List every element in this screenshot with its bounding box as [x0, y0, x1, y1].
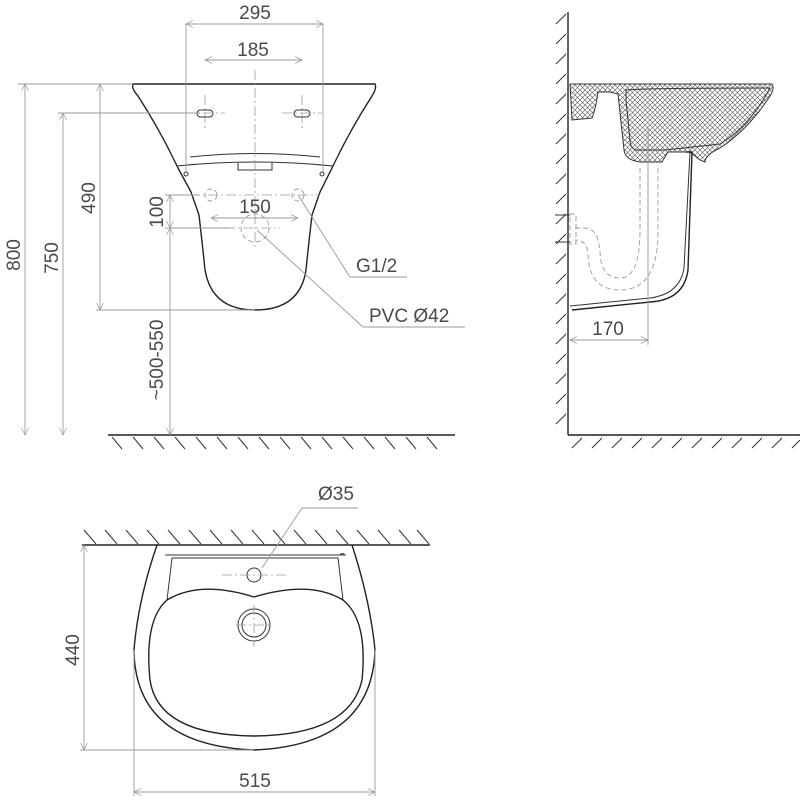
dim-label-490: 490	[79, 182, 100, 214]
screw-right	[319, 171, 325, 177]
dim-label-100: 100	[147, 196, 168, 228]
tap-deck	[166, 557, 344, 601]
bolt-slot-left	[196, 109, 214, 118]
dim-label-295: 295	[239, 3, 271, 24]
pedestal-inner	[569, 151, 691, 307]
dim-label-170: 170	[592, 319, 624, 340]
top-view: Ø35 440 515	[63, 484, 430, 796]
wall-hatch	[555, 13, 567, 425]
callout-d35: Ø35	[318, 484, 354, 505]
wall-hatch-top	[83, 529, 430, 545]
rim-edge	[189, 153, 321, 158]
bolt-slot-right	[293, 109, 311, 118]
side-view: 170	[555, 12, 800, 449]
bowl-outline	[148, 588, 364, 737]
wall-outlet	[569, 213, 577, 245]
floor-hatch	[111, 436, 438, 450]
basin-bowl	[625, 87, 771, 151]
callout-g12: G1/2	[356, 256, 397, 277]
leader-pvc42	[256, 229, 465, 328]
screw-left	[183, 171, 189, 177]
dim-label-515: 515	[239, 771, 271, 792]
front-view: 295 185 150 800 750 490 100 ~500-550 G1/…	[4, 3, 465, 450]
siphon-trap	[574, 168, 659, 291]
basin-outline	[131, 83, 377, 311]
dim-label-750: 750	[42, 242, 63, 274]
basin-section	[569, 83, 774, 163]
callout-pvc42: PVC Ø42	[369, 306, 449, 327]
dim-label-800: 800	[4, 239, 25, 271]
dim-label-185: 185	[237, 40, 269, 61]
floor-hatch-side	[571, 437, 800, 449]
leader-d35	[261, 507, 358, 569]
leader-g12	[297, 194, 407, 278]
basin-rim	[165, 553, 347, 556]
dim-label-500-550: ~500-550	[147, 320, 168, 401]
pedestal-side	[571, 151, 693, 311]
dim-label-440: 440	[63, 634, 84, 666]
dim-label-150: 150	[239, 197, 271, 218]
